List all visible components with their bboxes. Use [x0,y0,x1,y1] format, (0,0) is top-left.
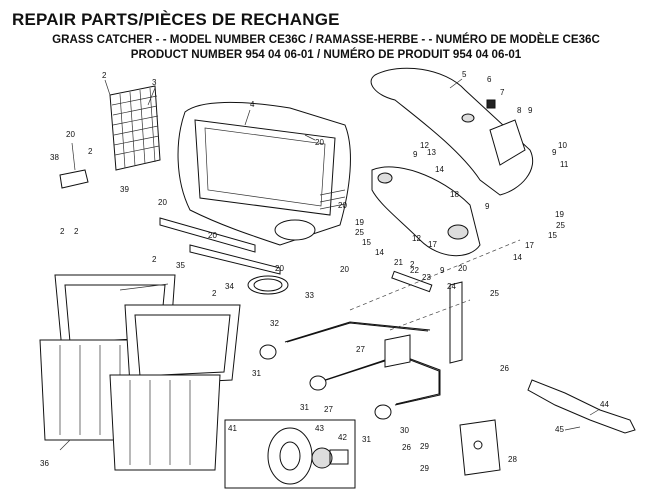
callout-28: 28 [508,455,517,464]
callout-8: 8 [517,106,522,115]
callout-18: 18 [450,190,459,199]
callout-29: 29 [420,464,429,473]
callout-10: 10 [558,141,567,150]
callout-7: 7 [500,88,505,97]
callout-4: 4 [250,100,255,109]
callout-31: 31 [252,369,261,378]
callout-2: 2 [212,289,217,298]
callout-39: 39 [120,185,129,194]
callout-9: 9 [440,266,445,275]
callout-9: 9 [528,106,533,115]
bag-frame [259,281,463,420]
callout-44: 44 [600,400,609,409]
callout-20: 20 [158,198,167,207]
callout-25: 25 [556,221,565,230]
callout-2: 2 [74,227,79,236]
callout-14: 14 [375,248,384,257]
callout-15: 15 [362,238,371,247]
callout-9: 9 [413,150,418,159]
callout-15: 15 [548,231,557,240]
callout-30: 30 [400,426,409,435]
callout-20: 20 [338,201,347,210]
callout-43: 43 [315,424,324,433]
callout-9: 9 [485,202,490,211]
discharge-chute [370,67,534,196]
callout-9: 9 [552,148,557,157]
callout-2: 2 [152,255,157,264]
callout-42: 42 [338,433,347,442]
callout-26: 26 [402,443,411,452]
callout-27: 27 [356,345,365,354]
callout-38: 38 [50,153,59,162]
callout-21: 21 [394,258,403,267]
callout-2: 2 [88,147,93,156]
callout-5: 5 [462,70,467,79]
callout-2: 2 [410,260,415,269]
callout-36: 36 [40,459,49,468]
callout-23: 23 [422,273,431,282]
callout-25: 25 [355,228,364,237]
callout-12: 12 [412,234,421,243]
callout-14: 14 [435,165,444,174]
callout-17: 17 [428,240,437,249]
callout-32: 32 [270,319,279,328]
callout-11: 11 [560,160,569,169]
callout-12: 12 [420,141,429,150]
callout-14: 14 [513,253,522,262]
callout-19: 19 [555,210,564,219]
product-line: PRODUCT NUMBER 954 04 06-01 / NUMÉRO DE … [130,48,522,61]
callout-2: 2 [102,71,107,80]
callout-41: 41 [228,424,237,433]
callout-20: 20 [340,265,349,274]
inset-detail [224,419,356,489]
page-title: REPAIR PARTS/PIÈCES DE RECHANGE [12,10,340,29]
mower-blade [527,379,636,434]
callout-24: 24 [447,282,456,291]
callout-17: 17 [525,241,534,250]
grass-bags [39,274,241,471]
callout-19: 19 [355,218,364,227]
callout-20: 20 [208,231,217,240]
callout-34: 34 [225,282,234,291]
callout-25: 25 [490,289,499,298]
callout-20: 20 [458,264,467,273]
callout-22: 22 [410,266,419,275]
callout-33: 33 [305,291,314,300]
grille-screen [109,85,161,171]
callout-27: 27 [324,405,333,414]
callout-20: 20 [275,264,284,273]
callout-31: 31 [300,403,309,412]
callout-13: 13 [427,148,436,157]
callout-45: 45 [555,425,564,434]
callout-31: 31 [362,435,371,444]
callout-29: 29 [420,442,429,451]
chute-housing [177,101,351,246]
model-line: GRASS CATCHER - - MODEL NUMBER CE36C / R… [52,33,600,46]
callout-2: 2 [60,227,65,236]
callout-6: 6 [487,75,492,84]
callout-20: 20 [66,130,75,139]
callout-20: 20 [315,138,324,147]
callout-26: 26 [500,364,509,373]
callout-35: 35 [176,261,185,270]
callout-3: 3 [152,78,157,87]
